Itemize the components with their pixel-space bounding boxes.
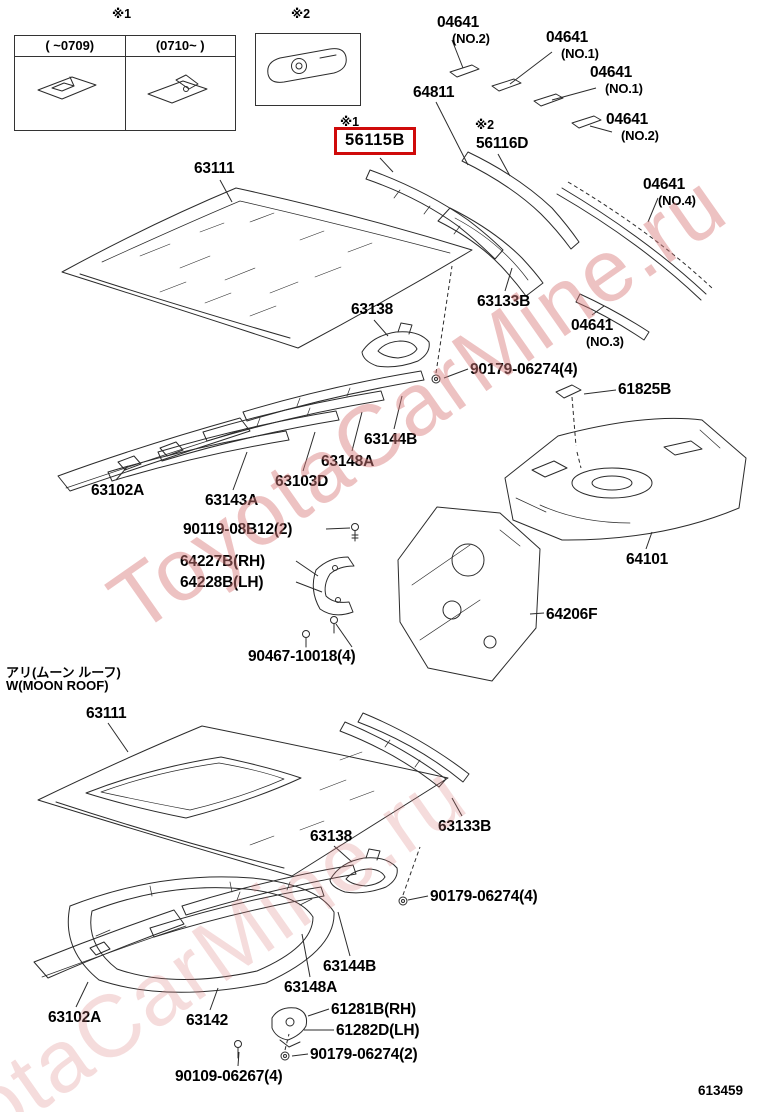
legend-box-production-periods: ( ~0709) (0710~ ) [14,35,236,131]
part-label-64228b-lh: 64228B(LH) [180,574,264,591]
part-label-90467-10018: 90467-10018(4) [248,648,356,665]
drawing-sheet-number: 613459 [698,1083,744,1098]
part-label-64811: 64811 [413,84,455,101]
part-label-04641-no3: 04641(NO.3) [571,317,624,349]
part-label-63133b-top: 63133B [477,293,531,310]
part-label-63133b-bottom: 63133B [438,818,492,835]
legend-cell-late: (0710~ ) [125,36,235,130]
part-drawing-bracket-63138 [361,322,430,368]
part-label-63138-bottom: 63138 [310,828,353,845]
part-drawing-side-rails-moonroof-63133b [339,712,470,788]
part-drawing-sunroof-frame-63142 [67,876,335,993]
ref-marker-1-main: ※1 [340,115,360,129]
legend-box-variant-2 [255,33,361,106]
part-label-90119-08b12: 90119-08B12(2) [183,521,293,538]
part-drawing-roof-side-rails [365,151,707,341]
part-label-63143a: 63143A [205,492,259,509]
part-drawing-roof-bows-moonroof [149,864,357,938]
part-label-63148a-top: 63148A [321,453,375,470]
part-drawing-front-header-moonroof-63102a [33,909,187,979]
part-label-64206f: 64206F [546,606,598,623]
legend-part-sketches [37,48,347,104]
part-drawing-front-header-63102a [57,417,251,492]
part-label-64101: 64101 [626,551,669,568]
part-drawing-rear-panel-64101 [504,417,747,541]
part-drawing-clip-61825b [555,384,582,399]
part-drawing-bracket-61281b [271,1007,307,1048]
part-drawing-roof-panel-moonroof-63111 [37,725,449,877]
part-label-04641-no1-b: 04641(NO.1) [590,64,643,96]
ref-marker-2-main: ※2 [475,118,495,132]
part-label-63103d: 63103D [275,473,329,490]
part-drawing-roof-bows [107,370,425,482]
part-label-04641-no1-a: 04641(NO.1) [546,29,599,61]
clip-sketches-04641 [449,64,602,129]
part-label-63148a-bottom: 63148A [284,979,338,996]
legend-cell-early: ( ~0709) [15,36,126,130]
part-label-63144b-top: 63144B [364,431,418,448]
moonroof-section-heading-jp: アリ(ムーン ルーフ) [6,665,121,680]
part-label-61282d-lh: 61282D(LH) [336,1022,420,1039]
assembly-dashed-lines [284,181,713,1051]
fastener-glyphs [234,374,441,1061]
part-label-61281b-rh: 61281B(RH) [331,1001,417,1018]
part-label-63144b-bottom: 63144B [323,958,377,975]
part-label-56116d: 56116D [476,135,529,152]
part-label-63138-top: 63138 [351,301,394,318]
part-label-61825b: 61825B [618,381,672,398]
part-label-90109-06267: 90109-06267(4) [175,1068,283,1085]
legend-period-early: ( ~0709) [15,36,125,57]
part-drawing-quarter-panel-64206f [397,506,541,682]
part-label-56115b-highlighted[interactable]: 56115B [334,127,416,155]
ref-marker-2-legend: ※2 [291,7,311,21]
part-label-04641-no2-top: 04641(NO.2) [437,14,490,46]
part-label-63102a-bottom: 63102A [48,1009,102,1026]
part-label-04641-no2-b: 04641(NO.2) [606,111,659,143]
part-label-63111-top: 63111 [194,160,235,177]
part-drawing-bracket-moonroof-63138 [329,848,398,894]
part-label-63102a-top: 63102A [91,482,145,499]
ref-marker-1-legend: ※1 [112,7,132,21]
part-label-04641-no4: 04641(NO.4) [643,176,696,208]
legend-period-late: (0710~ ) [125,36,235,57]
leader-lines [75,39,659,1067]
part-drawing-bracket-64227b [312,556,355,616]
part-label-90179-06274-4-top: 90179-06274(4) [470,361,578,378]
part-label-63142: 63142 [186,1012,229,1029]
part-label-90179-06274-4-bottom: 90179-06274(4) [430,888,538,905]
part-label-64227b-rh: 64227B(RH) [180,553,266,570]
part-drawing-roof-panel-63111 [61,187,473,349]
part-label-90179-06274-2: 90179-06274(2) [310,1046,418,1063]
moonroof-section-heading-en: W(MOON ROOF) [6,678,109,693]
part-label-63111-bottom: 63111 [86,705,127,722]
